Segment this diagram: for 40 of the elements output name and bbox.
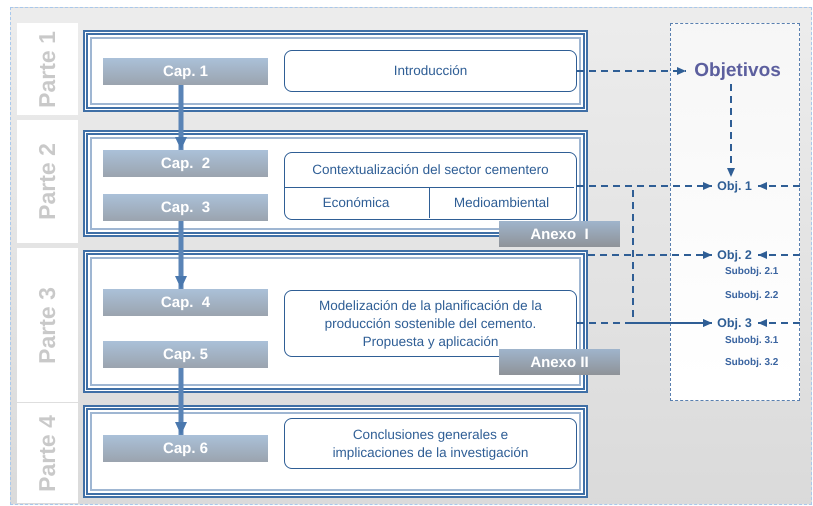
arrow: [588, 251, 712, 259]
content-cell: Económica: [284, 186, 430, 218]
annex-box: Anexo II: [499, 349, 620, 375]
objectives-panel: [670, 23, 800, 401]
subobjective-label: Subobj. 2.2: [725, 290, 778, 301]
subobjective-label: Subobj. 3.1: [725, 335, 778, 346]
content-title: Contextualización del sector cementero: [311, 161, 550, 179]
chapter-box: Cap. 1: [103, 58, 268, 85]
subobjective-label: Subobj. 3.2: [725, 357, 778, 368]
chapter-box: Cap. 5: [103, 341, 268, 368]
content-box: Introducción: [284, 50, 577, 92]
content-box: Modelización de la planificación de la producción sostenible del cemento. Propuesta y aplicación: [284, 290, 577, 357]
arrow: [577, 67, 686, 75]
content-box: [284, 152, 577, 220]
arrow: [758, 182, 800, 190]
arrow: [175, 368, 187, 435]
arrow: [175, 221, 187, 289]
chapter-box: Cap. 3: [103, 194, 268, 221]
arrow: [727, 84, 735, 177]
content-box: Conclusiones generales e implicaciones de la investigación: [284, 418, 577, 469]
chapter-box: Cap. 2: [103, 150, 268, 177]
objective-label: Obj. 1: [712, 176, 758, 194]
objective-label: Obj. 3: [712, 314, 758, 332]
part-frame: [83, 405, 588, 498]
content-cell: Medioambiental: [430, 186, 574, 218]
objective-label: Obj. 2: [712, 246, 758, 264]
annex-box: Anexo I: [499, 221, 620, 247]
subobjective-label: Subobj. 2.1: [725, 266, 778, 277]
part-label-strip: [17, 120, 78, 243]
chapter-box: Cap. 6: [103, 435, 268, 462]
arrow: [758, 319, 800, 327]
part-label-strip: [17, 248, 78, 402]
chapter-box: Cap. 4: [103, 289, 268, 316]
part-label-strip: [17, 403, 78, 503]
arrow: [758, 251, 800, 259]
part-frame: [83, 250, 588, 393]
part-frame: [83, 30, 588, 112]
arrow: [577, 319, 712, 327]
arrow: [175, 85, 187, 150]
objectives-heading: Objetivos: [686, 58, 790, 84]
